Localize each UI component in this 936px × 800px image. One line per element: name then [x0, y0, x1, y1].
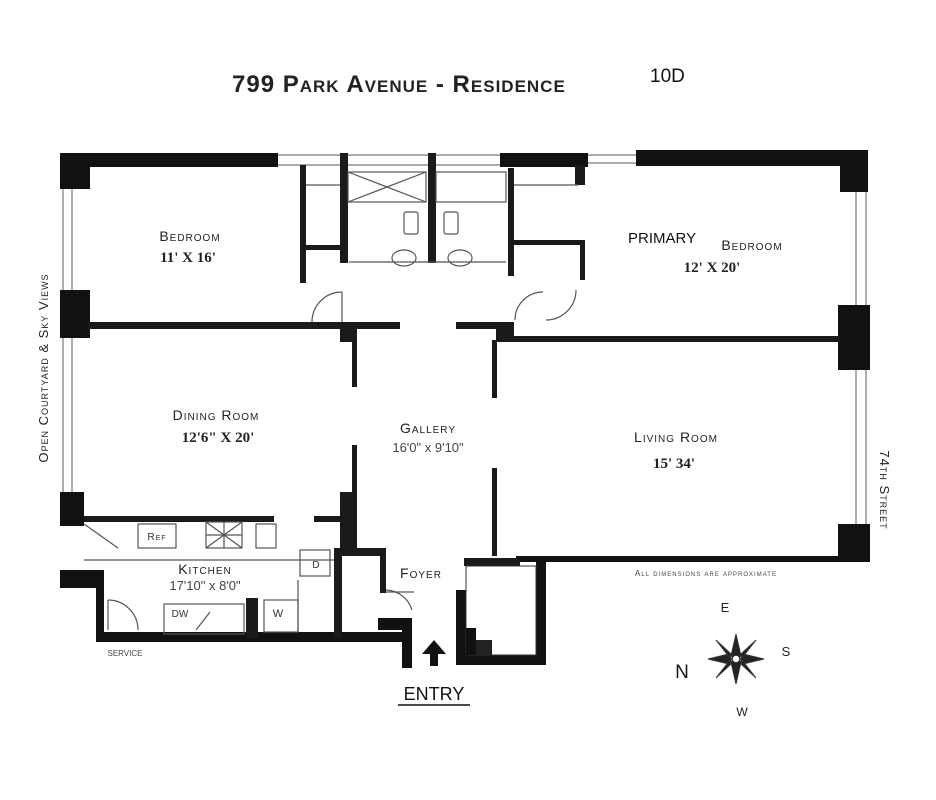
- service-label: SERVICE: [108, 649, 143, 658]
- compass-rose-icon: [707, 633, 765, 685]
- windows: [62, 154, 867, 524]
- right-side-label: 74th Street: [877, 450, 892, 529]
- interior-walls: [84, 153, 840, 638]
- plan-title: 799 Park Avenue - Residence: [232, 71, 566, 98]
- dryer-label: D: [312, 560, 319, 571]
- dining-room-dims: 12'6" X 20': [182, 430, 255, 446]
- entry-label: ENTRY: [404, 684, 465, 704]
- dishwasher-label: DW: [172, 609, 189, 620]
- gallery-label: Gallery: [400, 420, 456, 436]
- compass-n: N: [675, 662, 689, 683]
- primary-bedroom-dims: 12' X 20': [684, 260, 741, 276]
- unit-label: 10D: [650, 66, 685, 87]
- detail-lines: [83, 171, 578, 635]
- foyer-label: Foyer: [400, 565, 442, 581]
- compass-s: S: [782, 644, 791, 659]
- primary-label: PRIMARY: [628, 230, 696, 247]
- kitchen-dims: 17'10" x 8'0": [169, 578, 241, 593]
- ref-label: Ref: [147, 532, 166, 543]
- entry-arrow-icon: [422, 640, 446, 666]
- living-room-label: Living Room: [634, 429, 718, 445]
- kitchen-label: Kitchen: [178, 561, 232, 577]
- primary-bedroom-label: Bedroom: [721, 237, 782, 253]
- left-side-label: Open Courtyard & Sky Views: [36, 273, 51, 462]
- bedroom-label: Bedroom: [159, 228, 220, 244]
- gallery-dims: 16'0" x 9'10": [392, 440, 464, 455]
- service-zone: [465, 565, 537, 656]
- bedroom-dims: 11' X 16': [160, 250, 216, 266]
- dining-room-label: Dining Room: [173, 407, 260, 423]
- dimensions-note: All dimensions are approximate: [635, 569, 777, 578]
- compass-w: W: [736, 705, 748, 719]
- living-room-dims: 15' 34': [653, 456, 695, 472]
- compass-e: E: [721, 600, 730, 615]
- washer-label: W: [273, 608, 284, 620]
